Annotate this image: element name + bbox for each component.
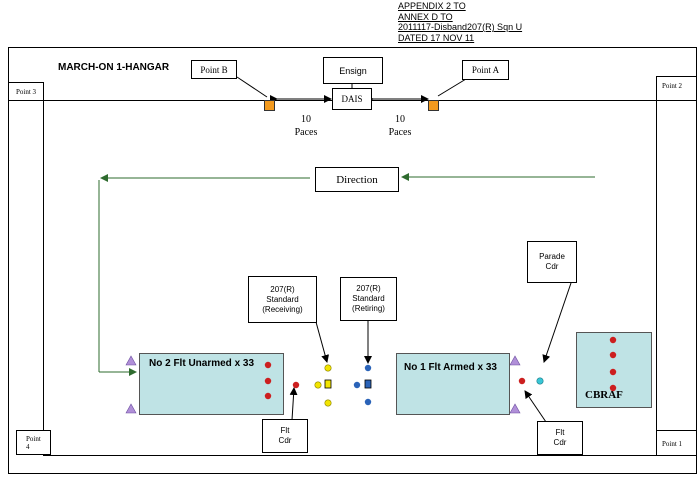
flt-cdr-right-marker (518, 377, 526, 385)
retiring-escort (364, 398, 372, 406)
receiving-escort (324, 399, 332, 407)
no1-flight-block (396, 353, 510, 415)
point-1-label: Point 1 (662, 440, 683, 448)
parade-cdr-marker (536, 377, 544, 385)
receiving-escort (324, 364, 332, 372)
hangar-outline (8, 47, 697, 474)
standard-receiving-box: 207(R) Standard (Receiving) (248, 276, 317, 323)
retiring-escort (353, 381, 361, 389)
point-3-label: Point 3 (16, 88, 37, 96)
no2-flight-block (139, 353, 284, 415)
receiving-standard-marker (324, 379, 332, 389)
header-line-2: ANNEX D TO (398, 11, 453, 22)
retiring-standard-marker (364, 379, 372, 389)
cbraf-marker (609, 384, 617, 392)
cbraf-marker (609, 368, 617, 376)
cbraf-marker (609, 351, 617, 359)
header-line-4: DATED 17 NOV 11 (398, 32, 475, 43)
receiving-escort (314, 381, 322, 389)
no2-marker (264, 392, 272, 400)
ensign-box: Ensign (323, 57, 383, 84)
standard-retiring-box: 207(R) Standard (Retiring) (340, 277, 397, 321)
header-line-3: 2011117-Disband207(R) Sqn U (398, 22, 523, 32)
no2-flight-label: No 2 Flt Unarmed x 33 (149, 358, 255, 369)
no2-marker (264, 377, 272, 385)
parade-cdr-box: Parade Cdr (527, 241, 577, 283)
cbraf-marker (609, 336, 617, 344)
header-line-1: APPENDIX 2 TO (398, 1, 466, 11)
flt-cdr-left-box: Flt Cdr (262, 419, 308, 453)
no2-marker (264, 361, 272, 369)
cbraf-label: CBRAF (585, 389, 623, 401)
retiring-escort (364, 364, 372, 372)
appendix-header: APPENDIX 2 TO ANNEX D TO 2011117-Disband… (398, 1, 522, 43)
point-a-box: Point A (462, 60, 509, 80)
flt-cdr-left-marker (292, 381, 300, 389)
point-2-label: Point 2 (662, 82, 683, 90)
direction-box: Direction (315, 167, 399, 192)
point-b-box: Point B (191, 60, 237, 79)
flt-cdr-right-box: Flt Cdr (537, 421, 583, 455)
no1-flight-label: No 1 Flt Armed x 33 (404, 362, 497, 373)
dais-box: DAIS (332, 88, 372, 110)
diagram-title: MARCH-ON 1-HANGAR (58, 62, 170, 73)
